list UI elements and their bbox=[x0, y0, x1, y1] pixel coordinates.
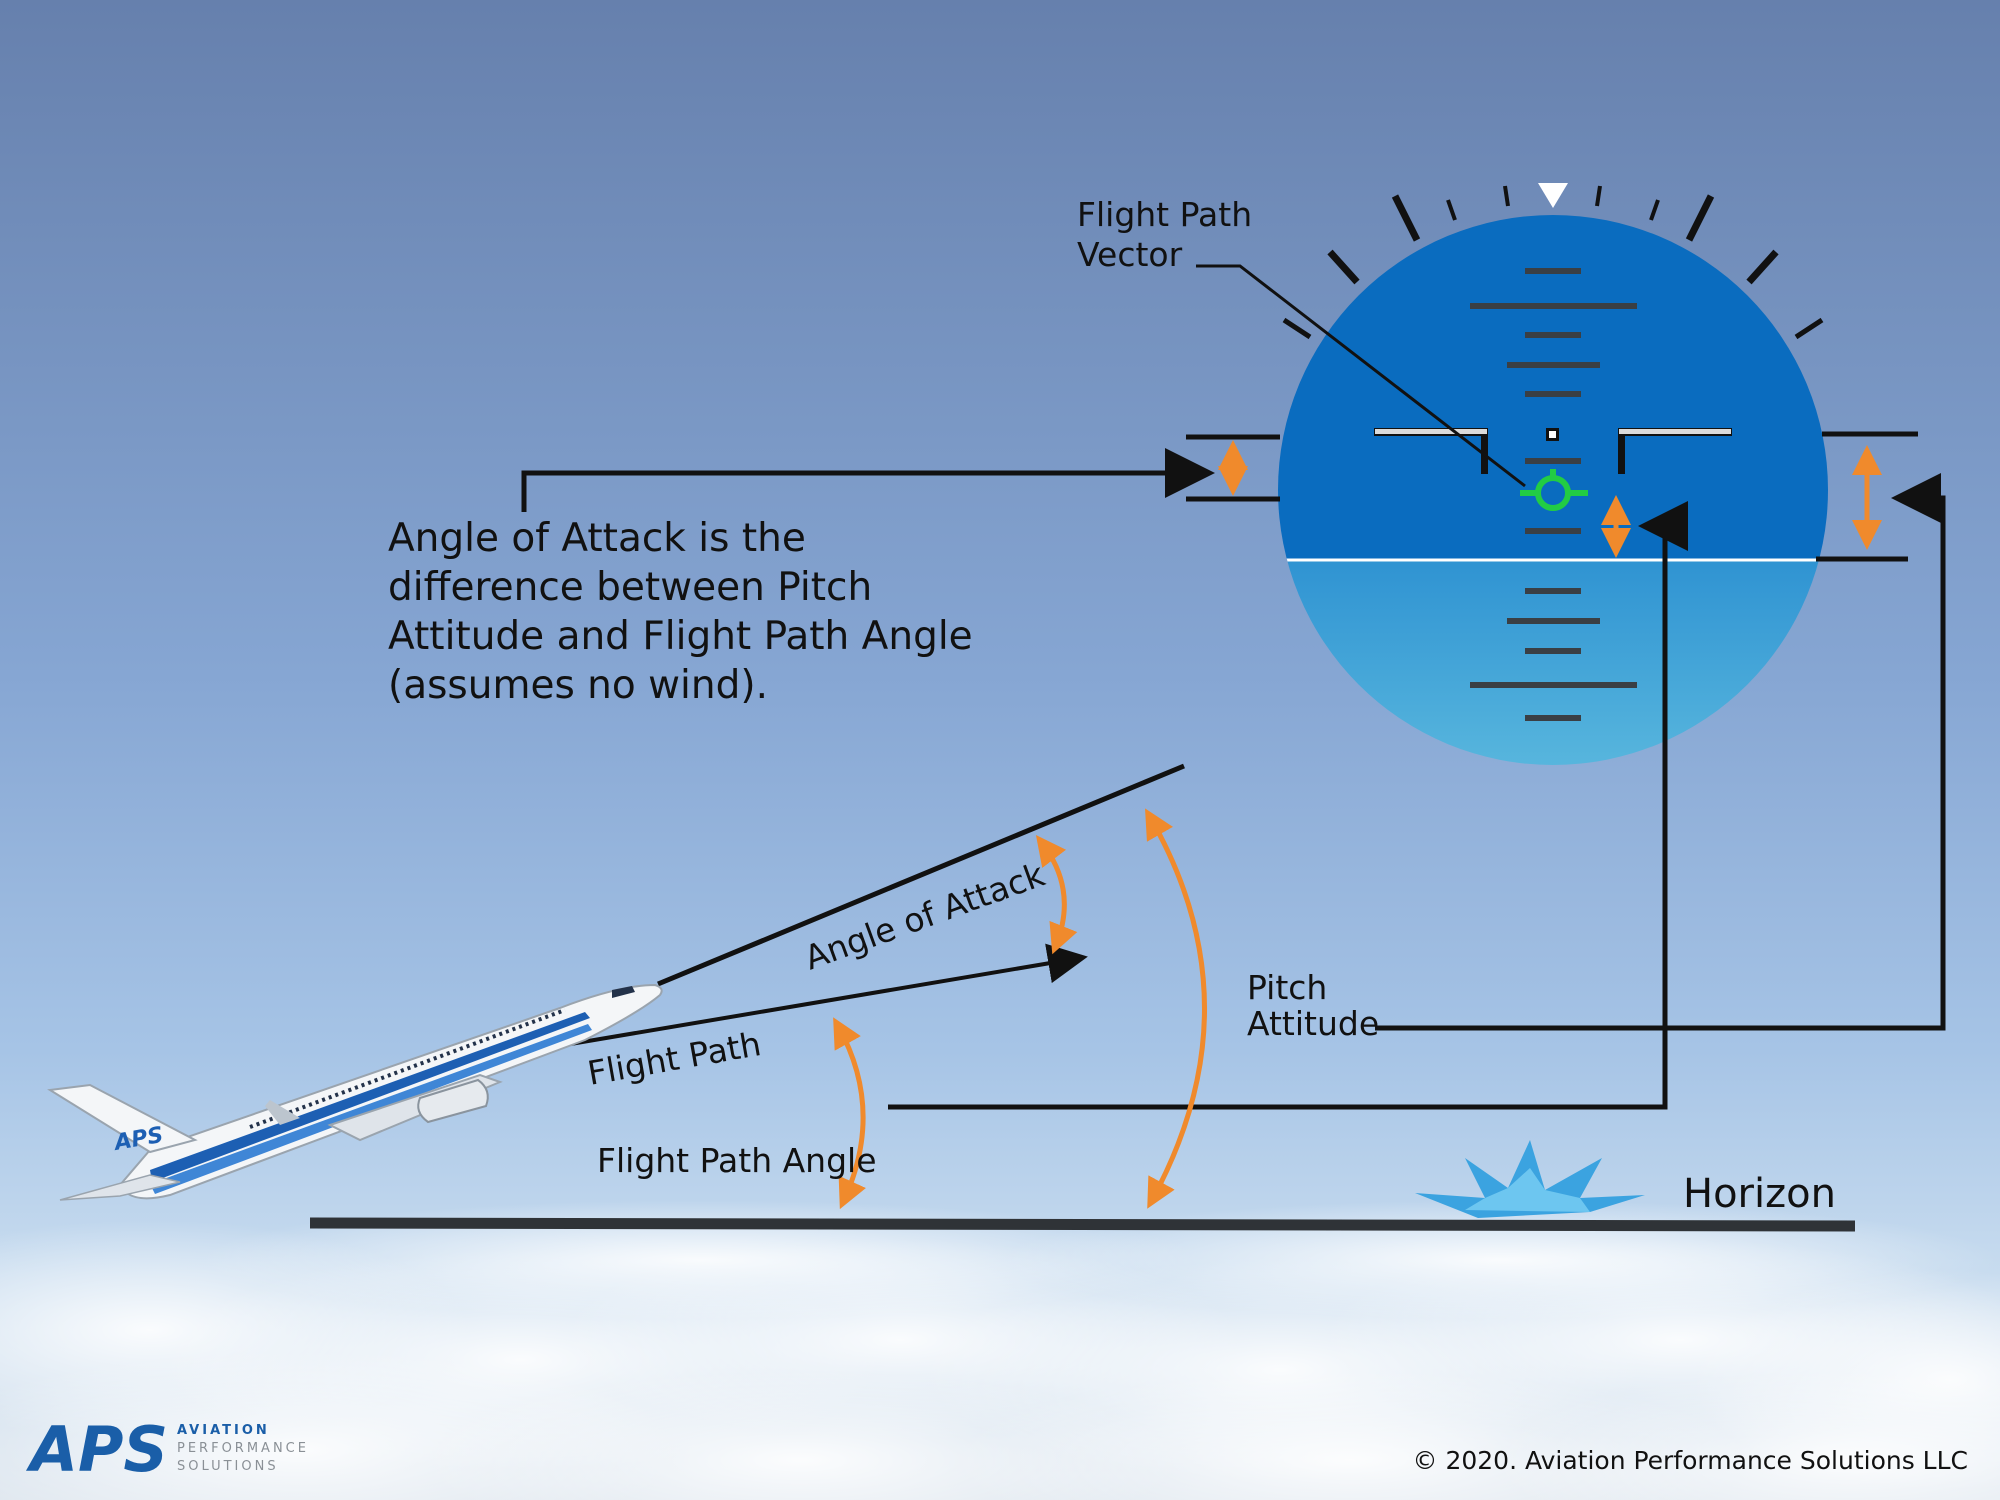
adi-reference-lines bbox=[1186, 431, 1918, 562]
pitch-label-line1: Pitch bbox=[1247, 968, 1327, 1007]
logo-word-performance: PERFORMANCE bbox=[177, 1441, 309, 1456]
flight-path-line bbox=[534, 943, 1088, 1052]
logo-mark: APS bbox=[25, 1413, 168, 1486]
copyright-notice: © 2020. Aviation Performance Solutions L… bbox=[1413, 1446, 1969, 1475]
callout-lines bbox=[521, 264, 1946, 1110]
flight-path-vector-icon bbox=[1520, 469, 1588, 511]
pitch-label-line2: Attitude bbox=[1247, 1004, 1379, 1043]
main-text-line2: difference between Pitch bbox=[388, 565, 872, 610]
logo-word-solutions: SOLUTIONS bbox=[177, 1459, 279, 1474]
pitch-ladder bbox=[1470, 268, 1637, 721]
sun-burst-icon bbox=[1415, 1140, 1645, 1218]
fpv-label-line1: Flight Path bbox=[1077, 195, 1252, 234]
adi-bank-scale bbox=[1282, 185, 1824, 340]
pitch-attitude-arc-arrow bbox=[1145, 808, 1207, 1209]
aircraft-reference-symbol bbox=[1374, 428, 1732, 474]
aoa-arc-arrow bbox=[1035, 835, 1078, 955]
airliner-icon: APS bbox=[47, 983, 663, 1201]
fpa-arc-arrow bbox=[833, 1017, 866, 1210]
horizon-label: Horizon bbox=[1683, 1171, 1836, 1217]
main-text-line1: Angle of Attack is the bbox=[388, 516, 806, 561]
main-text-line3: Attitude and Flight Path Angle bbox=[388, 614, 973, 659]
main-text-line4: (assumes no wind). bbox=[388, 663, 768, 708]
pitch-attitude-line bbox=[657, 763, 1185, 987]
aps-logo: APS AVIATION PERFORMANCE SOLUTIONS bbox=[25, 1413, 309, 1486]
logo-word-aviation: AVIATION bbox=[177, 1423, 270, 1438]
fpa-label: Flight Path Angle bbox=[597, 1141, 877, 1180]
horizon-line bbox=[309, 1217, 1856, 1232]
fpv-label-line2: Vector bbox=[1077, 235, 1183, 274]
